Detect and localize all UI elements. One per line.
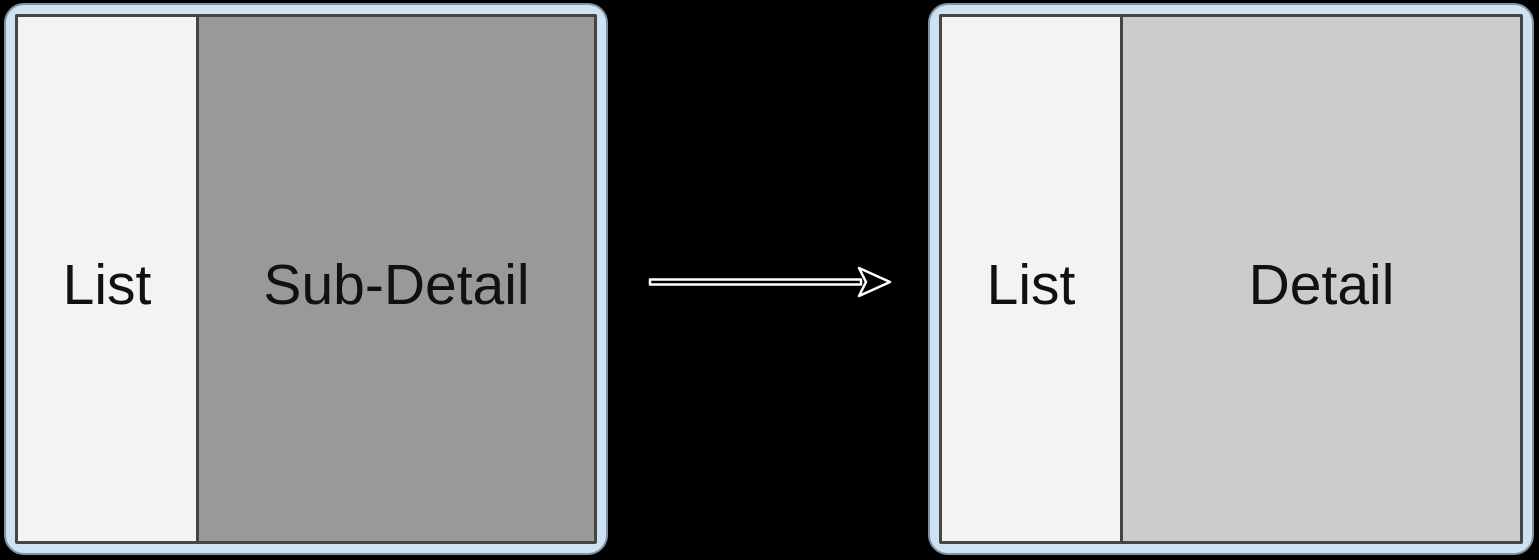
- after-list-pane: List: [942, 17, 1123, 541]
- before-list-label: List: [62, 253, 152, 317]
- before-screen-body: List Sub-Detail: [15, 14, 597, 544]
- before-detail-pane: Sub-Detail: [199, 17, 594, 541]
- after-detail-label: Detail: [1248, 253, 1395, 317]
- after-screen-body: List Detail: [939, 14, 1523, 544]
- before-screen-frame: List Sub-Detail: [4, 3, 608, 555]
- right-arrow-icon: [648, 266, 892, 298]
- after-list-label: List: [986, 253, 1076, 317]
- before-detail-label: Sub-Detail: [263, 253, 530, 317]
- after-detail-pane: Detail: [1123, 17, 1520, 541]
- after-screen-frame: List Detail: [928, 3, 1534, 555]
- before-list-pane: List: [18, 17, 199, 541]
